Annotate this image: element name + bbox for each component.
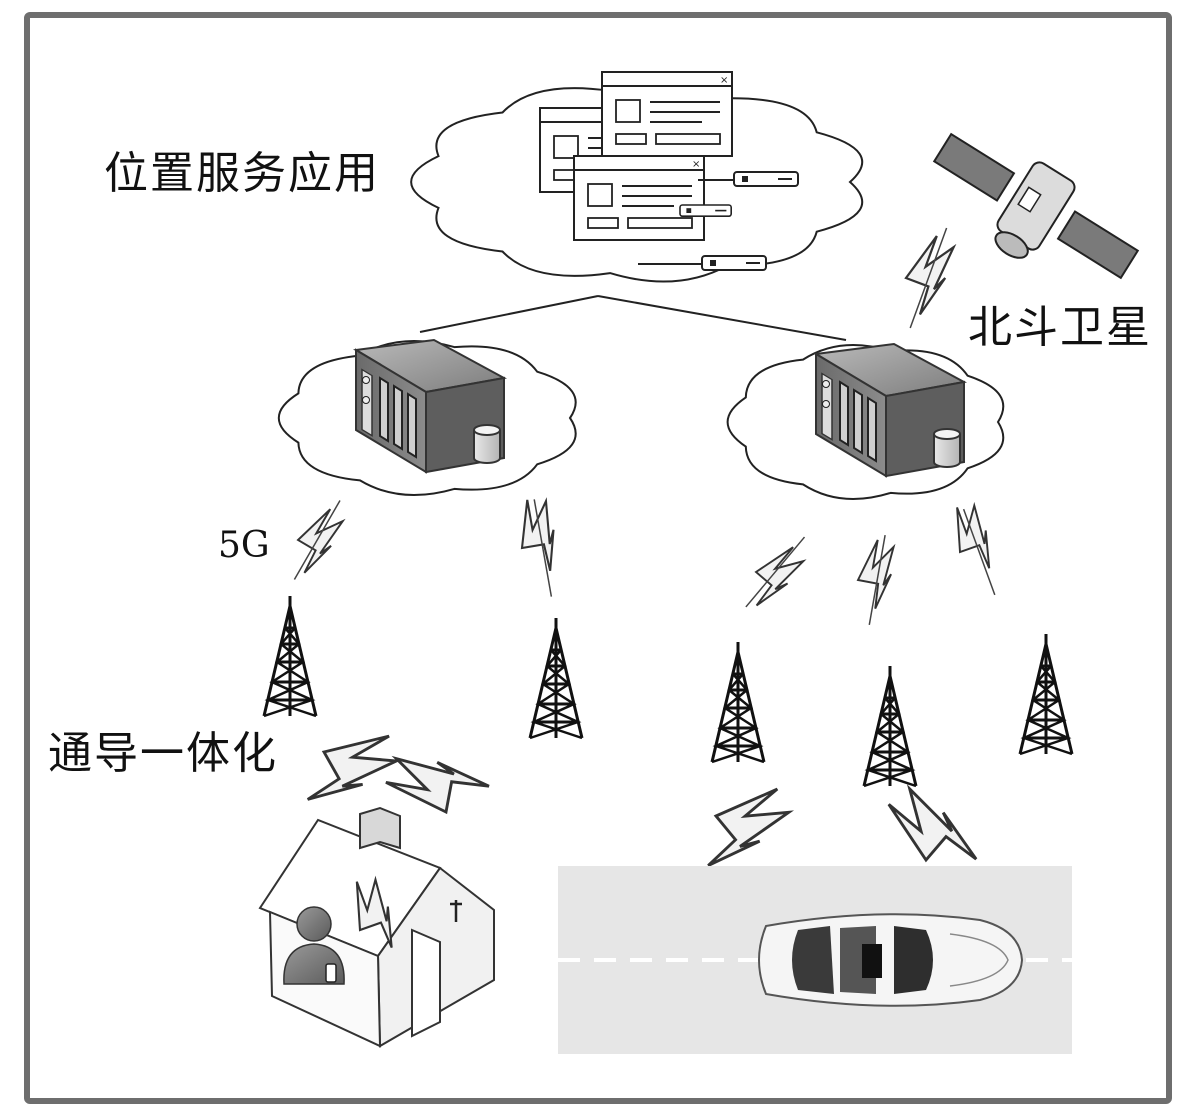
house-antenna [450, 900, 462, 922]
car-roof-device [862, 944, 882, 978]
ground-signal-bolt [707, 787, 795, 867]
plug-icon [679, 204, 733, 217]
car-rear-window [792, 926, 834, 994]
satellite-dish [994, 231, 1029, 259]
person-head [296, 906, 332, 942]
cloud-tower-signal-bolt [520, 497, 555, 572]
car-hood [949, 933, 1009, 987]
cloud-tower-signal-bolt [296, 508, 346, 574]
car-icon [758, 913, 1024, 1007]
diagram-frame [24, 12, 1172, 1104]
cloud-link-left [419, 295, 599, 333]
signal-line [533, 499, 553, 597]
house-door [411, 928, 441, 1038]
network-5g-label: 5G [218, 525, 270, 566]
cloud-tower-signal-bolt [856, 539, 896, 610]
tower-icon [262, 594, 318, 718]
ground-signal-bolt [306, 734, 402, 801]
house-wifi-bolt [355, 875, 393, 948]
signal-line [745, 536, 806, 608]
tower-icon [710, 640, 766, 764]
location-service-app-label: 位置服务应用 [104, 148, 380, 199]
tower-icon [528, 616, 584, 740]
house-chimney [359, 806, 401, 850]
window-icon [601, 71, 733, 157]
cloud-tower-signal-bolt [754, 546, 807, 607]
signal-line [909, 227, 948, 329]
tower-icon [862, 664, 918, 788]
comm-nav-integration-label: 通导一体化 [48, 728, 278, 779]
phone-icon [325, 963, 337, 983]
signal-line [868, 534, 886, 626]
cloud-link-right [597, 295, 847, 341]
signal-line [293, 500, 341, 580]
ground-signal-bolt [385, 755, 490, 815]
solar-panel [1056, 210, 1140, 280]
plug-icon [701, 255, 767, 271]
house-icon [258, 806, 495, 1048]
tower-icon [1018, 632, 1074, 756]
solar-panel [932, 132, 1016, 202]
beidou-satellite-label: 北斗卫星 [968, 302, 1152, 353]
plug-icon [733, 171, 799, 187]
satellite-window [1017, 186, 1042, 213]
signal-line [962, 508, 996, 596]
car-windshield [894, 926, 933, 994]
window-icon [573, 155, 705, 241]
satellite-icon [932, 132, 1140, 280]
ground-signal-bolt [887, 784, 978, 863]
